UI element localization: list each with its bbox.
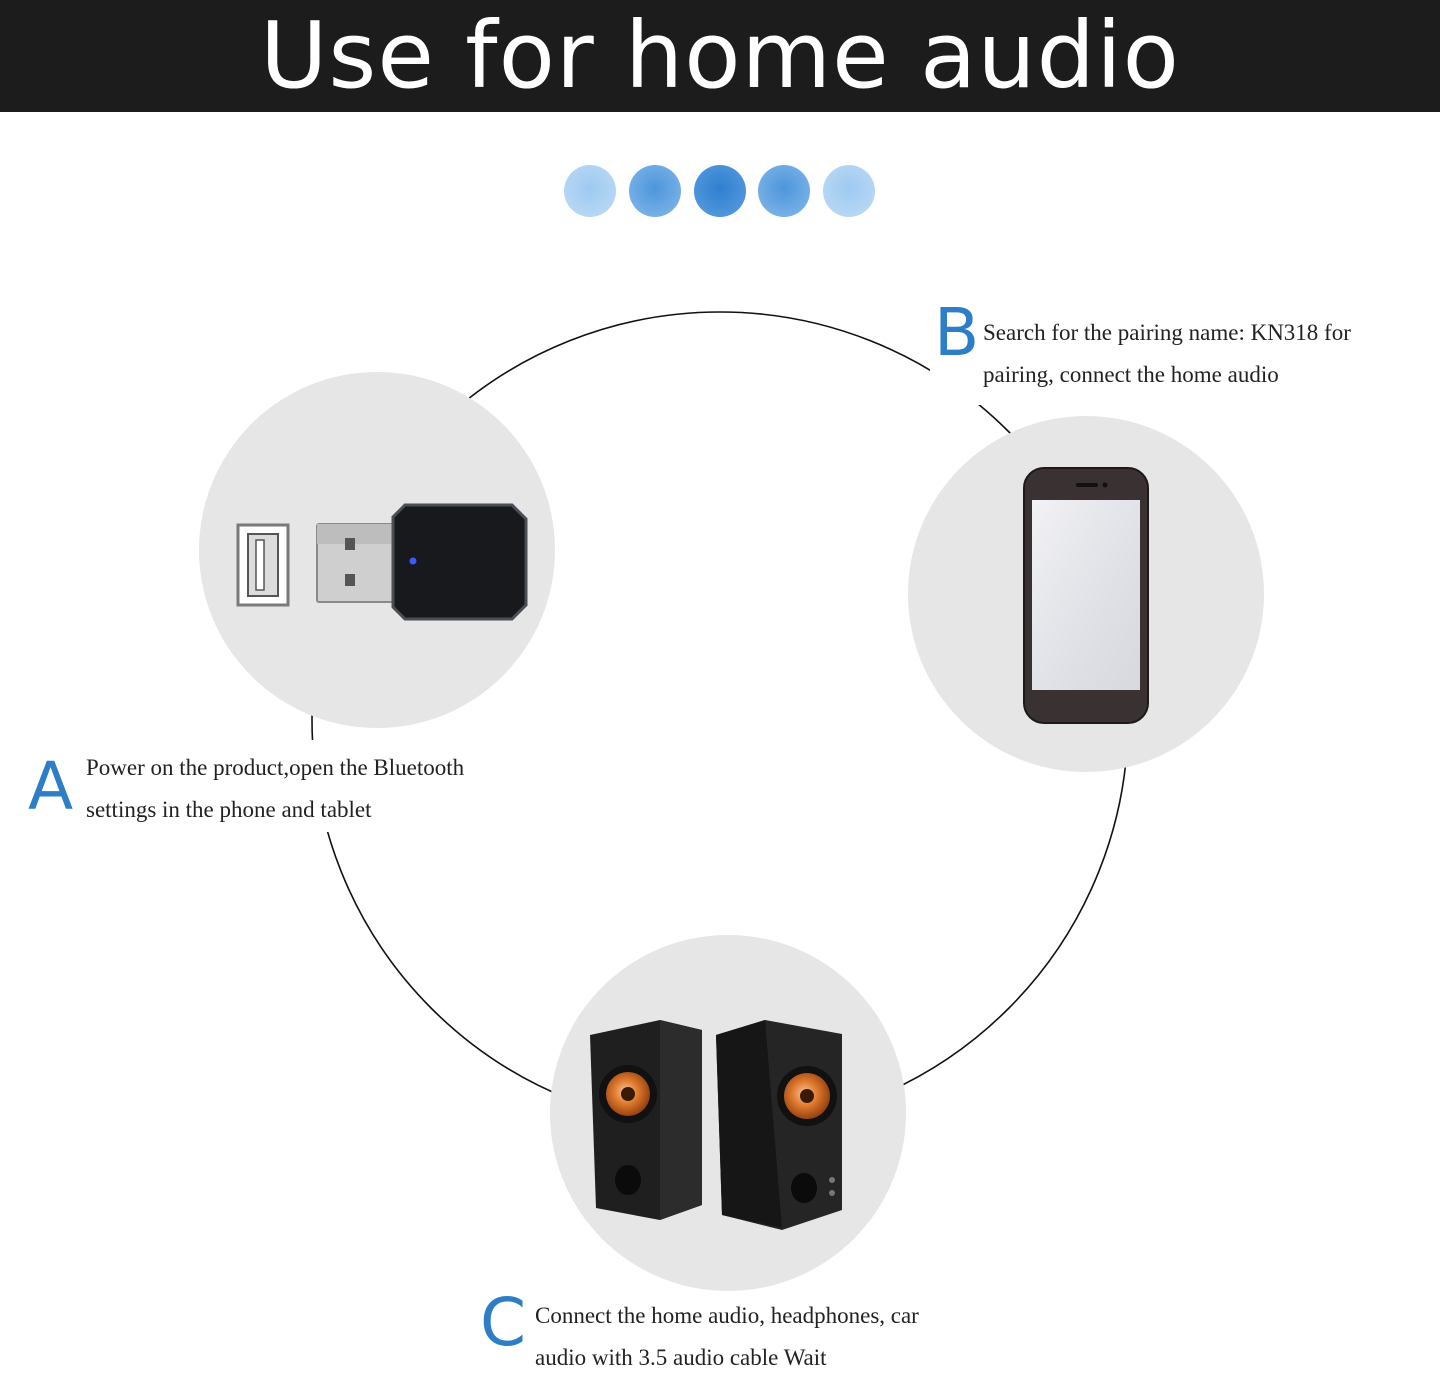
step-a-line: settings in the phone and tablet bbox=[86, 789, 464, 831]
step-a-letter: A bbox=[28, 754, 73, 820]
step-b-text: Search for the pairing name: KN318 for p… bbox=[983, 312, 1351, 396]
usb-dongle-icon bbox=[199, 372, 555, 728]
step-c-line: Connect the home audio, headphones, car bbox=[535, 1295, 919, 1337]
step-a-line: Power on the product,open the Bluetooth bbox=[86, 747, 464, 789]
step-c-letter: C bbox=[480, 1290, 526, 1356]
phone-icon bbox=[908, 416, 1264, 772]
step-b-letter: B bbox=[934, 300, 979, 366]
step-b-line: pairing, connect the home audio bbox=[983, 354, 1351, 396]
speaker-icon bbox=[550, 935, 906, 1291]
step-c-line: audio with 3.5 audio cable Wait bbox=[535, 1337, 919, 1379]
step-a-text: Power on the product,open the Bluetooth … bbox=[86, 747, 464, 831]
step-b-line: Search for the pairing name: KN318 for bbox=[983, 312, 1351, 354]
step-c-text: Connect the home audio, headphones, car … bbox=[535, 1295, 919, 1379]
